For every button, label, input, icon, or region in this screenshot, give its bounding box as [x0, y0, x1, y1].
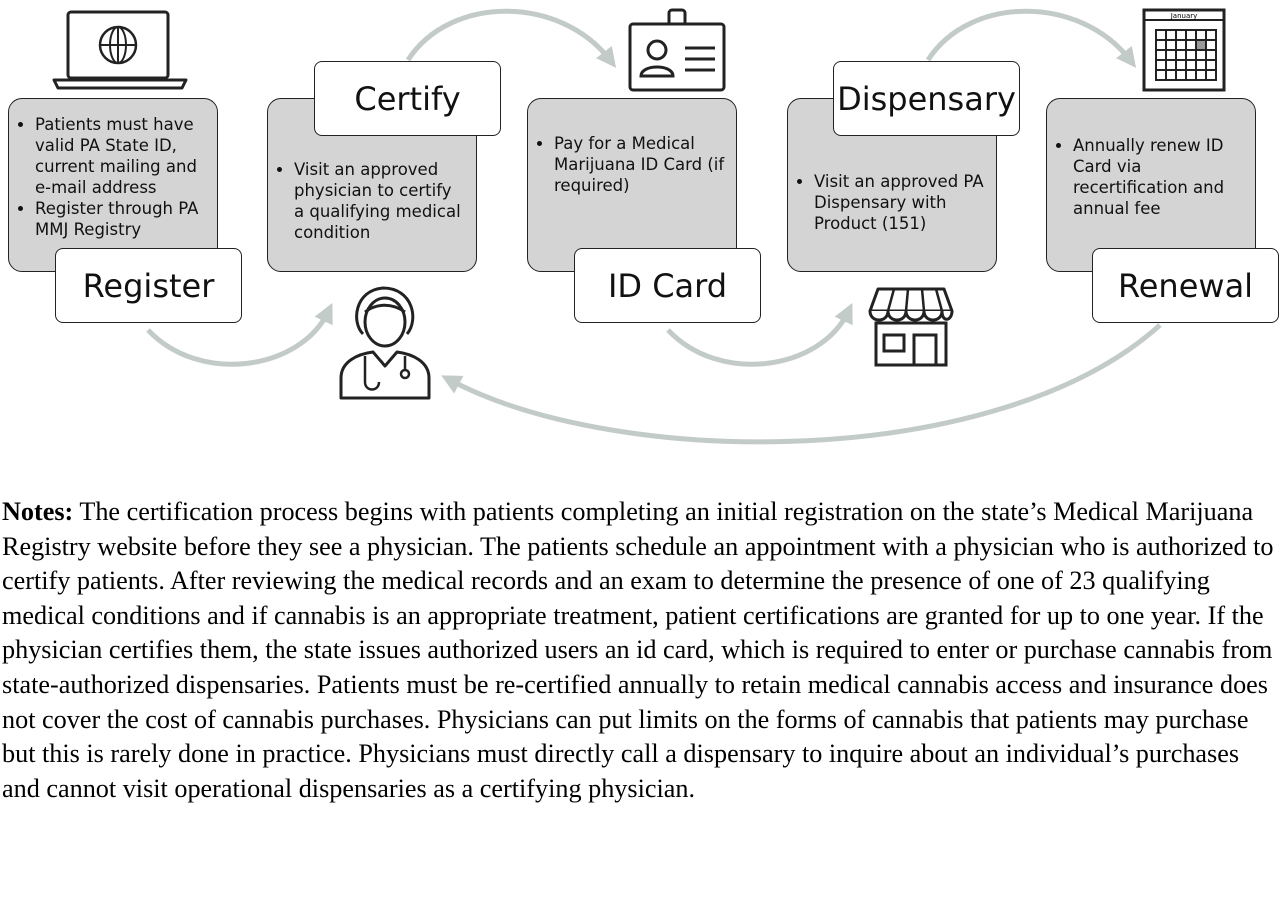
bullet: Visit an approved PA Dispensary with Pro… [814, 171, 986, 234]
connector-arrows [146, 8, 1162, 445]
renewal-label: Renewal [1092, 248, 1279, 323]
register-bullets: Patients must have valid PA State ID, cu… [17, 114, 207, 240]
notes-paragraph: Notes: The certification process begins … [2, 495, 1278, 806]
id-badge-icon [628, 8, 726, 92]
idcard-label: ID Card [574, 248, 761, 323]
calendar-icon: January [1142, 8, 1226, 92]
idcard-details-box: Pay for a Medical Marijuana ID Card (if … [527, 98, 737, 272]
laptop-globe-icon [52, 10, 188, 90]
bullet: Patients must have valid PA State ID, cu… [35, 114, 207, 198]
register-details-box: Patients must have valid PA State ID, cu… [8, 98, 218, 272]
arrow-idcard-to-dispensary [666, 303, 853, 367]
register-label: Register [55, 248, 242, 323]
arrow-renewal-to-certify [441, 323, 1162, 445]
bullet: Visit an approved physician to certify a… [294, 159, 466, 243]
arrow-dispensary-to-renewal [925, 8, 1137, 68]
bullet: Register through PA MMJ Registry [35, 198, 207, 240]
idcard-bullets: Pay for a Medical Marijuana ID Card (if … [536, 133, 726, 196]
arrow-register-to-certify [146, 303, 333, 367]
bullet: Pay for a Medical Marijuana ID Card (if … [554, 133, 726, 196]
notes-label: Notes: [2, 497, 74, 526]
dispensary-label: Dispensary [833, 61, 1020, 136]
process-diagram: Patients must have valid PA State ID, cu… [0, 0, 1280, 470]
renewal-details-box: Annually renew ID Card via recertificati… [1046, 98, 1256, 272]
certify-label: Certify [314, 61, 501, 136]
dispensary-bullets: Visit an approved PA Dispensary with Pro… [796, 171, 986, 234]
notes-text: The certification process begins with pa… [2, 497, 1274, 803]
calendar-month-label: January [1170, 12, 1198, 20]
storefront-icon [868, 287, 954, 367]
certify-bullets: Visit an approved physician to certify a… [276, 159, 466, 243]
physician-icon [339, 286, 431, 400]
bullet: Annually renew ID Card via recertificati… [1073, 135, 1245, 219]
arrow-certify-to-idcard [405, 8, 617, 68]
renewal-bullets: Annually renew ID Card via recertificati… [1055, 135, 1245, 219]
